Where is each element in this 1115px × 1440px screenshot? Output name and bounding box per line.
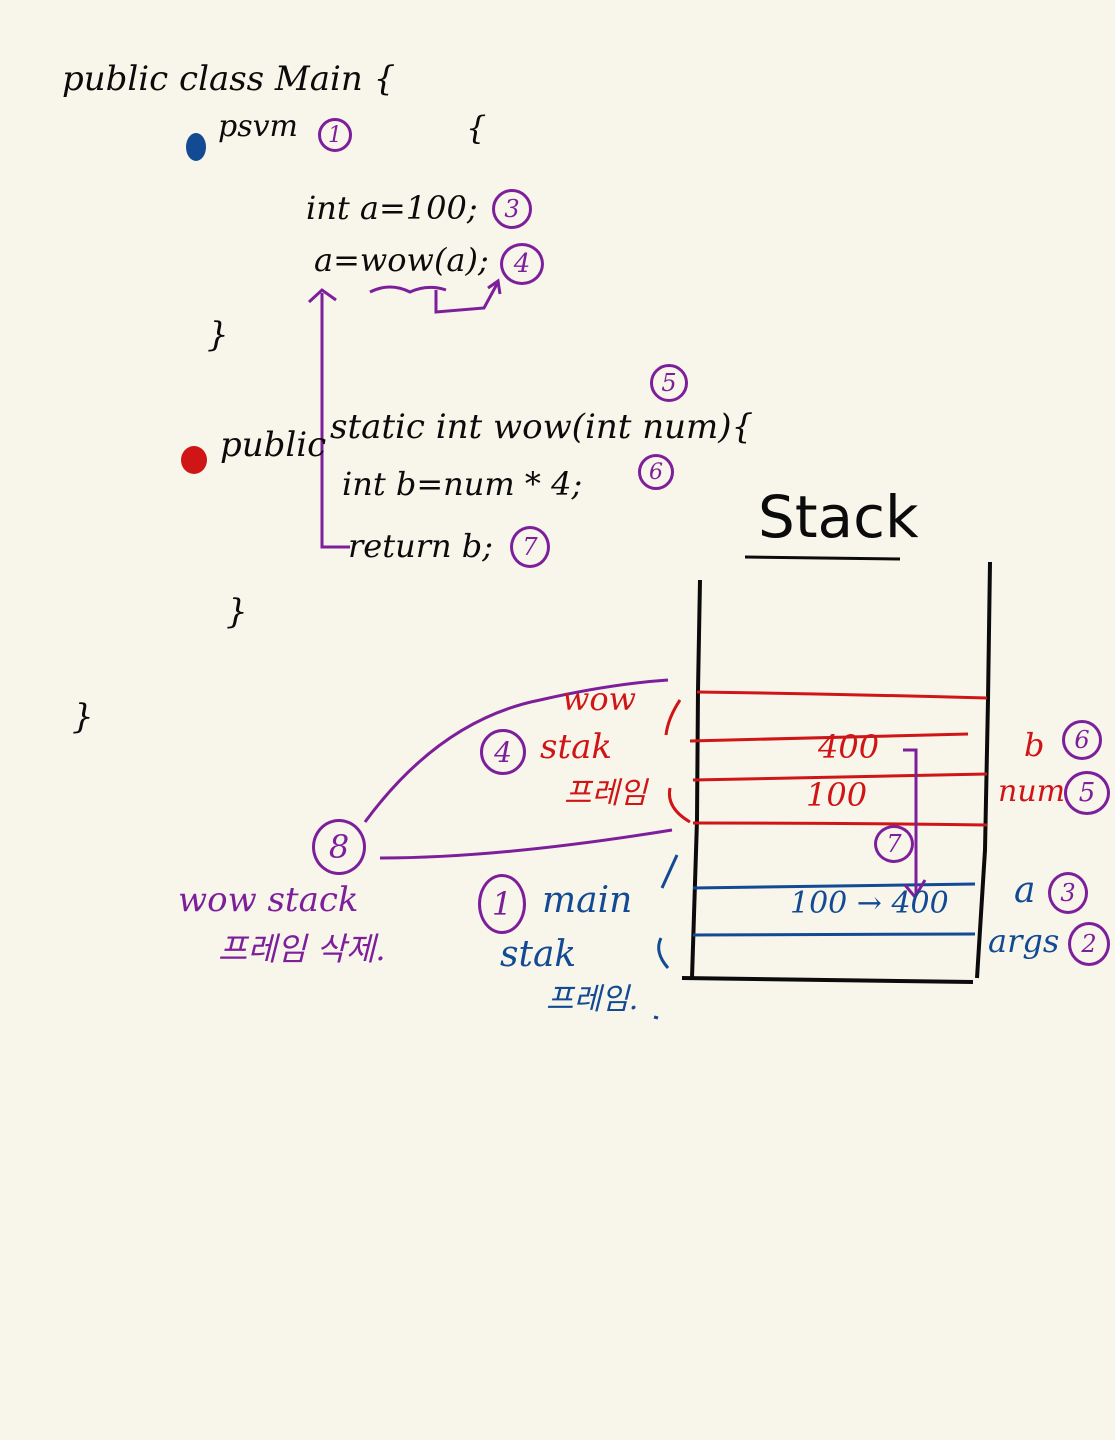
stack-title-underline xyxy=(744,555,901,561)
step-badge-int-b: 6 xyxy=(638,454,674,490)
call-pointer xyxy=(434,283,499,314)
wow-frame-label-line2: stak xyxy=(540,727,612,767)
slot-name-a: a xyxy=(1014,870,1036,911)
main-frame-line-args xyxy=(692,932,976,937)
wow-frame-label-line1: wow xyxy=(562,680,637,718)
main-frame-bracket-top xyxy=(660,854,679,889)
stack-left-wall xyxy=(690,579,702,979)
main-close-brace: } xyxy=(207,315,229,355)
main-frame-line-a xyxy=(692,882,976,890)
slot-name-args: args xyxy=(988,922,1060,960)
main-frame-label-line2: stak xyxy=(500,934,577,975)
return-arrow-line xyxy=(903,748,918,895)
main-frame-label-line1: main xyxy=(542,880,633,921)
step-badge-delete: 8 xyxy=(312,819,366,875)
stack-title: Stack xyxy=(758,483,919,551)
code-line-int-b: int b=num * 4; xyxy=(342,465,583,503)
slot-name-num: num xyxy=(998,774,1066,809)
step-badge-psvm: 1 xyxy=(318,118,352,152)
main-open-brace: { xyxy=(466,109,487,147)
class-declaration: public class Main { xyxy=(62,59,396,99)
stack-right-wall xyxy=(975,561,992,979)
delete-label-line2: 프레임 삭제. xyxy=(218,930,386,968)
code-line-int-a: int a=100; xyxy=(306,189,478,227)
step-badge-return-copy: 7 xyxy=(874,825,914,863)
wow-frame-top-line xyxy=(696,690,988,700)
step-badge-int-a: 3 xyxy=(492,189,532,229)
step-badge-call: 4 xyxy=(500,243,544,285)
call-underline-brace xyxy=(369,285,447,294)
wow-access-modifier: public xyxy=(220,425,327,465)
class-close-brace: } xyxy=(72,697,94,737)
delete-curve-top xyxy=(363,678,669,823)
main-frame-label-line3: 프레임. xyxy=(546,982,639,1017)
delete-curve-bottom xyxy=(379,828,673,860)
step-badge-main-frame: 1 xyxy=(478,874,526,934)
wow-method-marker xyxy=(181,446,207,474)
wow-close-brace: } xyxy=(226,592,248,632)
main-method-marker xyxy=(186,133,206,161)
main-method-declaration: psvm xyxy=(218,109,298,144)
slot-name-b: b xyxy=(1024,726,1045,764)
slot-step-num: 5 xyxy=(1064,771,1110,815)
step-badge-wow-frame: 4 xyxy=(480,729,526,775)
wow-method-declaration: static int wow(int num){ xyxy=(330,407,754,447)
step-badge-return: 7 xyxy=(510,526,550,568)
stack-cell-num-value: 100 xyxy=(806,776,868,814)
return-path-arrowhead xyxy=(307,288,337,304)
stack-cell-a-value: 100 → 400 xyxy=(790,886,949,921)
main-label-dot xyxy=(653,1015,659,1020)
wow-frame-bottom-line xyxy=(692,821,988,827)
stack-cell-b-value: 400 xyxy=(818,728,880,766)
main-frame-bracket-bottom xyxy=(657,937,670,969)
code-line-call-wow: a=wow(a); xyxy=(314,241,489,279)
step-badge-wow-decl: 5 xyxy=(650,364,688,402)
return-path-line xyxy=(320,293,350,549)
wow-frame-bracket-bottom xyxy=(667,787,691,824)
code-line-return: return b; xyxy=(348,527,494,565)
wow-frame-bracket-top xyxy=(664,699,682,736)
delete-label-line1: wow stack xyxy=(178,880,359,920)
stack-base xyxy=(681,976,974,984)
wow-frame-line-b xyxy=(689,732,969,743)
slot-step-b: 6 xyxy=(1062,720,1102,760)
call-pointer-head xyxy=(487,278,502,295)
return-arrow-head xyxy=(903,879,927,900)
slot-step-args: 2 xyxy=(1068,922,1110,966)
wow-frame-line-num xyxy=(692,772,988,782)
slot-step-a: 3 xyxy=(1048,872,1088,914)
wow-frame-label-line3: 프레임 xyxy=(564,776,647,811)
